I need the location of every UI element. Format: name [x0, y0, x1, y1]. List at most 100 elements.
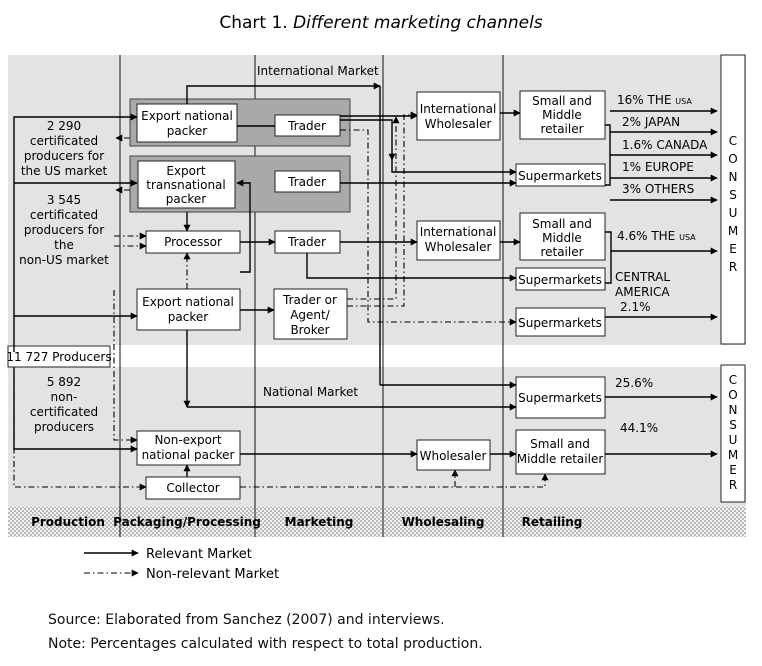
stage-retailing: Retailing — [522, 515, 583, 529]
svg-text:3 545: 3 545 — [47, 193, 81, 207]
svg-text:R: R — [729, 260, 737, 274]
destination-usa-2: 4.6% THE USA — [617, 229, 696, 243]
international-wholesaler-2-line-2: Wholesaler — [425, 240, 492, 254]
svg-text:E: E — [729, 242, 737, 256]
small-middle-retailer-2 — [519, 212, 606, 261]
supermarkets-3-label: Supermarkets — [518, 316, 602, 330]
trader-agent-broker-line-3: Broker — [290, 323, 329, 337]
trader-2-label: Trader — [287, 175, 326, 189]
stage-production: Production — [31, 515, 105, 529]
stage-strip — [8, 507, 746, 537]
export-transnational-packer-line-3: packer — [166, 192, 206, 206]
svg-text:certificated: certificated — [30, 405, 98, 419]
non-export-packer-line-2: national packer — [142, 448, 235, 462]
legend-relevant-label: Relevant Market — [146, 547, 252, 562]
supermarkets-4-label: Supermarkets — [518, 391, 602, 405]
small-middle-retailer-3-line-1: Small and — [530, 437, 590, 451]
svg-text:R: R — [729, 478, 737, 492]
total-producers-label: 11 727 Producers — [6, 350, 111, 364]
national-supermarkets-pct: 25.6% — [615, 376, 653, 390]
national-retailer-pct: 44.1% — [620, 421, 658, 435]
supermarkets-3 — [515, 307, 606, 337]
svg-text:C: C — [729, 373, 737, 387]
svg-text:E: E — [729, 463, 737, 477]
international-wholesaler-1 — [416, 91, 501, 141]
stage-marketing: Marketing — [285, 515, 354, 529]
destination-canada: 1.6% CANADA — [622, 138, 708, 152]
svg-text:U: U — [729, 206, 738, 220]
certified-non-us-producers: 3 545 certificated producers for the non… — [19, 193, 109, 267]
trader-2 — [274, 170, 341, 193]
svg-text:S: S — [729, 418, 737, 432]
svg-text:2 290: 2 290 — [47, 119, 81, 133]
central-america-line-2: AMERICA — [615, 285, 670, 299]
svg-text:M: M — [728, 448, 738, 462]
national-market-label: National Market — [263, 385, 358, 399]
small-middle-retailer-1-line-2: Middle — [542, 108, 582, 122]
non-relevant-flows — [13, 111, 549, 491]
svg-text:non-US market: non-US market — [19, 253, 109, 267]
destination-europe: 1% EUROPE — [622, 160, 694, 174]
export-transnational-packer — [137, 160, 236, 209]
collector-label: Collector — [166, 481, 219, 495]
svg-text:producers: producers — [34, 420, 94, 434]
export-transnational-packer-line-1: Export — [166, 164, 206, 178]
svg-text:the US market: the US market — [21, 164, 108, 178]
stage-wholesaling: Wholesaling — [402, 515, 485, 529]
small-middle-retailer-1-line-3: retailer — [540, 122, 583, 136]
svg-text:the: the — [54, 238, 74, 252]
non-export-national-packer — [136, 430, 241, 466]
small-middle-retailer-2-line-3: retailer — [540, 245, 583, 259]
international-market-label: International Market — [257, 64, 379, 78]
svg-text:N: N — [729, 170, 738, 184]
small-middle-retailer-1 — [519, 90, 606, 140]
relevant-flows — [13, 82, 718, 477]
supermarkets-1-label: Supermarkets — [518, 169, 602, 183]
consumer-box-international — [720, 54, 746, 345]
percentage-note: Note: Percentages calculated with respec… — [48, 636, 483, 652]
international-wholesaler-2-line-1: International — [420, 225, 497, 239]
export-national-packer-1-line-1: Export national — [141, 109, 233, 123]
trader-1-label: Trader — [287, 119, 326, 133]
trader-agent-broker — [273, 288, 348, 340]
certified-us-producers: 2 290 certificated producers for the US … — [21, 119, 108, 178]
total-producers-box — [7, 345, 111, 368]
consumer-label-international: C O N S U M E R — [728, 134, 738, 274]
export-transnational-packer-line-2: transnational — [146, 178, 225, 192]
wholesaler — [416, 439, 491, 471]
central-america-line-1: CENTRAL — [615, 270, 670, 284]
supermarkets-4 — [515, 376, 606, 419]
svg-text:U: U — [729, 433, 738, 447]
export-national-packer-2-line-2: packer — [168, 310, 208, 324]
export-national-packer-2 — [136, 288, 241, 331]
international-wholesaler-1-line-2: Wholesaler — [425, 117, 492, 131]
export-national-packer-1 — [136, 103, 238, 143]
trader-agent-broker-line-1: Trader or — [282, 293, 337, 307]
svg-text:C: C — [729, 134, 737, 148]
svg-text:non-: non- — [51, 390, 78, 404]
svg-text:certificated: certificated — [30, 208, 98, 222]
svg-text:N: N — [729, 403, 738, 417]
svg-text:5 892: 5 892 — [47, 375, 81, 389]
small-middle-retailer-2-line-2: Middle — [542, 231, 582, 245]
trader-3-label: Trader — [287, 235, 326, 249]
supermarkets-2-label: Supermarkets — [518, 273, 602, 287]
svg-text:certificated: certificated — [30, 134, 98, 148]
small-middle-retailer-2-line-1: Small and — [532, 217, 592, 231]
svg-text:producers for: producers for — [24, 223, 104, 237]
export-national-packer-2-line-1: Export national — [142, 295, 234, 309]
svg-text:producers for: producers for — [24, 149, 104, 163]
consumer-label-national: C O N S U M E R — [728, 373, 738, 492]
small-middle-retailer-1-line-1: Small and — [532, 94, 592, 108]
chart-title: Chart 1. Different marketing channels — [219, 13, 542, 33]
central-america-pct: 2.1% — [620, 300, 651, 314]
svg-text:M: M — [728, 224, 738, 238]
stage-packaging: Packaging/Processing — [113, 515, 261, 529]
svg-text:O: O — [728, 388, 737, 402]
legend-non-relevant-label: Non-relevant Market — [146, 567, 279, 582]
trader-agent-broker-line-2: Agent/ — [290, 308, 331, 322]
non-certified-producers: 5 892 non- certificated producers — [30, 375, 98, 434]
legend: Relevant Market Non-relevant Market — [84, 547, 279, 582]
international-wholesaler-2 — [416, 220, 501, 261]
